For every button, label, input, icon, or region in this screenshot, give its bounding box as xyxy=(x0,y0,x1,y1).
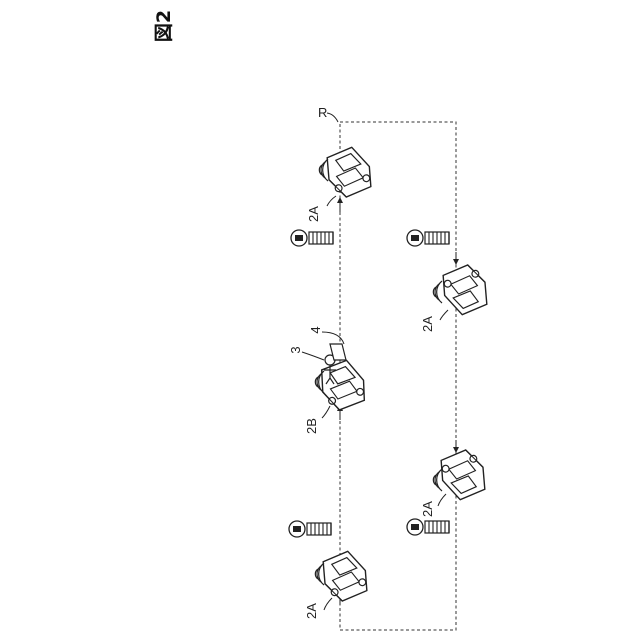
svg-text:R: R xyxy=(318,105,327,120)
svg-text:3: 3 xyxy=(288,346,303,353)
vehicle-2a: 2A xyxy=(420,448,488,517)
terminal-device: 4 xyxy=(308,326,346,360)
signal-icon xyxy=(319,159,328,181)
svg-text:2A: 2A xyxy=(304,603,319,619)
signal-icon xyxy=(433,469,442,491)
bus-stop xyxy=(407,519,449,535)
route-label: R xyxy=(318,105,338,122)
svg-text:2B: 2B xyxy=(304,418,319,434)
vehicle-2a: 2A xyxy=(420,263,490,332)
svg-text:2A: 2A xyxy=(420,501,435,517)
bus-stop xyxy=(291,230,333,246)
bus-stop xyxy=(407,230,449,246)
figure-title: 図2 xyxy=(153,10,175,42)
vehicle-2a: 2A xyxy=(304,549,370,619)
svg-text:2A: 2A xyxy=(306,206,321,222)
svg-text:図2: 図2 xyxy=(153,10,175,42)
svg-text:4: 4 xyxy=(308,326,323,333)
svg-text:2A: 2A xyxy=(420,316,435,332)
signal-icon xyxy=(315,563,324,585)
signal-icon xyxy=(433,281,442,303)
bus-stop xyxy=(289,521,331,537)
